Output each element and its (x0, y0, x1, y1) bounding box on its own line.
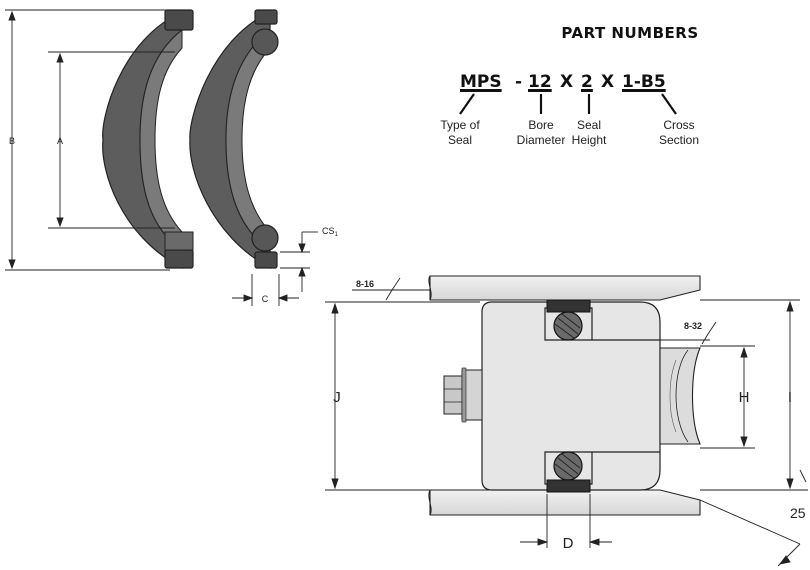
dimension-j (325, 301, 480, 491)
label-type-of-seal: Type of Seal (440, 118, 480, 147)
dimension-b (5, 9, 170, 271)
piston-rod (659, 347, 701, 445)
code-bore: 12 (528, 72, 552, 92)
dimension-i (700, 299, 808, 491)
dimension-cs (280, 231, 318, 292)
angle-label: 25 (790, 505, 806, 521)
dimension-a (48, 51, 175, 229)
label-a: A (57, 136, 63, 146)
seal-top-section (546, 299, 591, 341)
label-cs: CS1 (322, 226, 339, 238)
piston-body (481, 301, 661, 491)
finish-label-top: 8-16 (356, 279, 374, 289)
part-number-leaders (459, 93, 677, 115)
label-i: I (788, 389, 792, 406)
code-type: MPS (460, 72, 502, 92)
finish-mark-top (352, 277, 430, 301)
label-seal-height: Seal Height (571, 118, 607, 147)
seal-ring-front (102, 9, 194, 269)
code-cross: 1-B5 (622, 72, 666, 92)
part-numbers-title: PART NUMBERS (561, 24, 699, 42)
label-c: C (262, 294, 269, 304)
finish-mark-rod (660, 321, 717, 345)
code-x1: X (560, 72, 574, 92)
label-cross-section: Cross Section (658, 118, 700, 147)
hex-nut (443, 367, 483, 423)
dimension-d (520, 494, 612, 548)
seal-ring-back (189, 9, 279, 270)
chamfer-angle (699, 469, 807, 567)
dimension-h (700, 345, 755, 449)
code-separator: - (515, 72, 523, 92)
label-bore-diameter: Bore Diameter (516, 118, 566, 147)
label-j: J (333, 389, 341, 406)
housing-top (428, 275, 701, 301)
code-x2: X (601, 72, 615, 92)
label-b: B (9, 136, 15, 146)
finish-label-rod: 8-32 (684, 321, 702, 331)
code-height: 2 (581, 72, 593, 92)
dimension-c (232, 274, 299, 306)
housing-bottom (428, 489, 701, 516)
label-d: D (563, 535, 574, 552)
label-h: H (739, 389, 750, 406)
seal-bottom-section (546, 451, 591, 493)
